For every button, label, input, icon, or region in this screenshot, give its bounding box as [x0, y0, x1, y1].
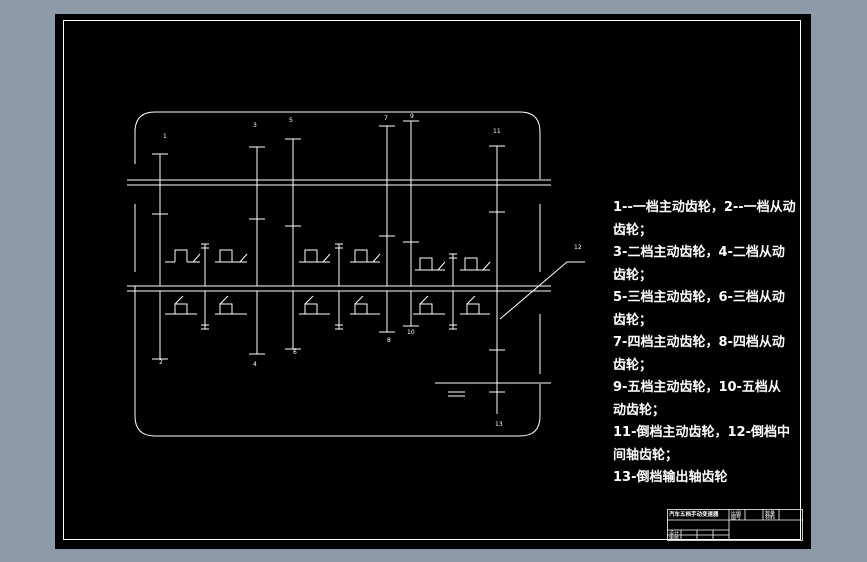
- housing-outline-lower: [134, 286, 541, 437]
- part-label-11: 11: [493, 128, 501, 135]
- part-label-7: 7: [384, 115, 388, 122]
- legend-line: 间轴齿轮；: [613, 447, 679, 463]
- title-block-sheet: 图号: [731, 515, 742, 521]
- synchronizer-1-2: [165, 243, 248, 286]
- synchronizer-3-4: [299, 243, 381, 286]
- gear-11: [489, 145, 505, 414]
- drawing-frame: [63, 20, 801, 540]
- title-block-title: 汽车五档手动变速器: [669, 512, 719, 518]
- part-label-12: 12: [574, 244, 582, 251]
- part-label-4: 4: [253, 361, 257, 368]
- title-block: 汽车五档手动变速器 比例 数量 图号 材料 设计 审核: [667, 509, 803, 542]
- gear-5: [285, 138, 301, 286]
- part-label-13: 13: [495, 421, 503, 428]
- title-block-reviewer: 审核: [669, 536, 680, 542]
- legend-line: 齿轮；: [613, 222, 653, 238]
- legend-line: 齿轮；: [613, 357, 653, 373]
- legend-line: 11-倒档主动齿轮，12-倒档中: [613, 425, 790, 440]
- housing-outline: [134, 111, 541, 179]
- part-label-6: 6: [293, 349, 297, 356]
- legend-line: 齿轮；: [613, 312, 653, 328]
- legend-line: 13-倒档输出轴齿轮: [613, 470, 728, 485]
- legend-line: 1--一档主动齿轮，2--一档从动: [613, 200, 796, 215]
- legend: 1--一档主动齿轮，2--一档从动 齿轮； 3-二档主动齿轮，4-二档从动 齿轮…: [613, 197, 796, 490]
- part-label-10: 10: [407, 329, 415, 336]
- legend-line: 齿轮；: [613, 267, 653, 283]
- part-label-2: 2: [159, 359, 163, 366]
- part-label-8: 8: [387, 337, 391, 344]
- title-block-qty: 数量: [765, 511, 776, 517]
- legend-line: 3-二档主动齿轮，4-二档从动: [613, 245, 785, 260]
- drawing-sheet: 1 2 3 4 5 6 7 8 9 10 11 12 13 1--一档主动齿轮，…: [55, 14, 811, 549]
- part-label-3: 3: [253, 122, 257, 129]
- leader-line: [499, 261, 585, 320]
- title-block-scale: 比例: [731, 511, 742, 517]
- gearbox-schematic: 1 2 3 4 5 6 7 8 9 10 11 12 13: [127, 111, 585, 437]
- legend-line: 5-三档主动齿轮，6-三档从动: [613, 290, 785, 305]
- gear-3: [249, 146, 265, 286]
- legend-line: 动齿轮；: [613, 402, 666, 418]
- title-block-material: 材料: [765, 515, 776, 521]
- part-label-1: 1: [163, 133, 167, 140]
- part-label-9: 9: [410, 113, 414, 120]
- synchronizer-5: [415, 253, 491, 286]
- legend-line: 9-五档主动齿轮，10-五档从: [613, 380, 781, 395]
- title-block-designer: 设计: [669, 531, 680, 537]
- part-label-5: 5: [289, 117, 293, 124]
- gear-9: [403, 120, 419, 286]
- gear-1: [152, 153, 168, 286]
- legend-line: 7-四档主动齿轮，8-四档从动: [613, 335, 785, 350]
- gear-7: [379, 125, 395, 286]
